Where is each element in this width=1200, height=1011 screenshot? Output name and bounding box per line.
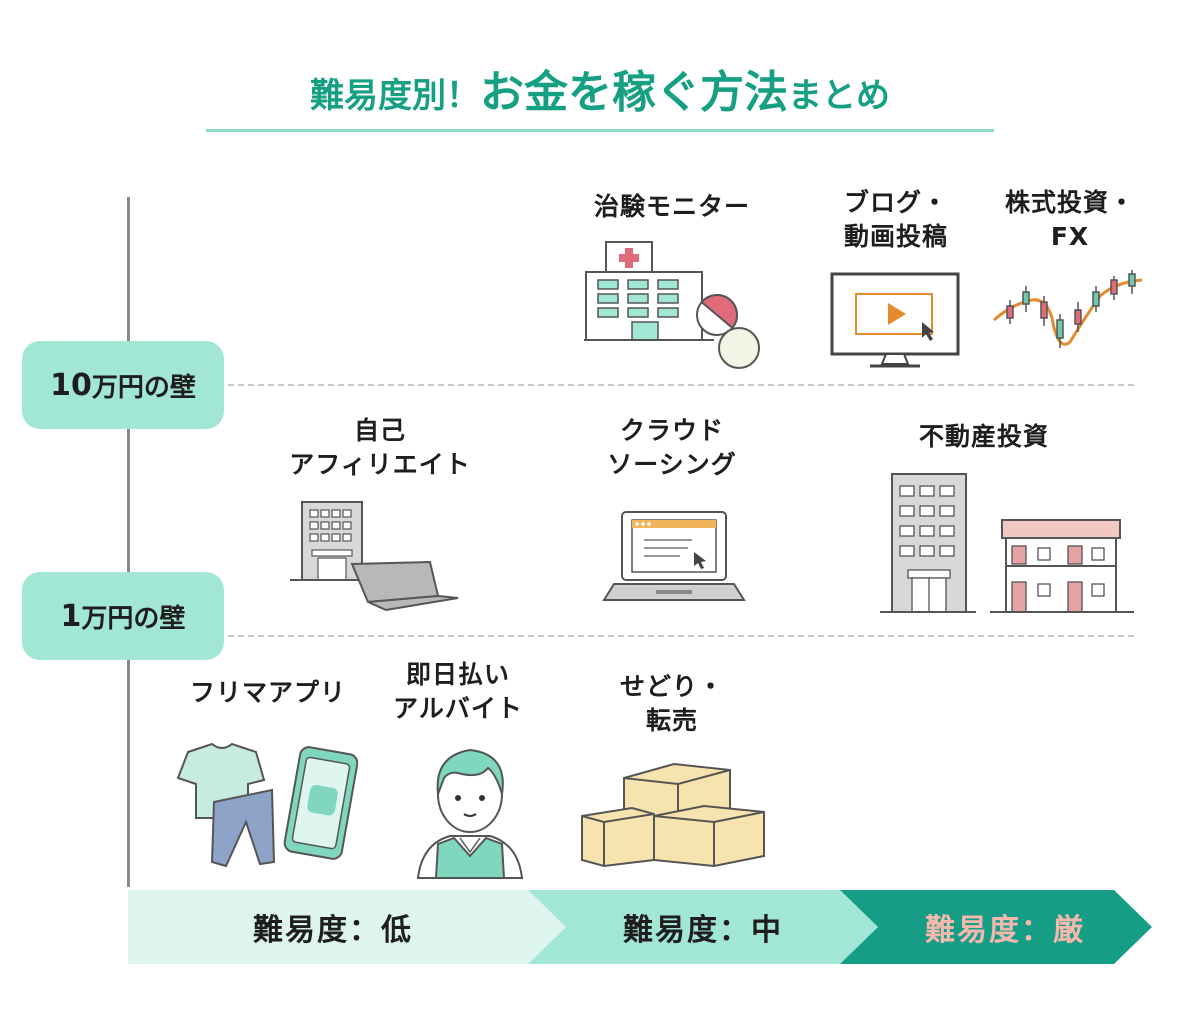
office-laptop-icon <box>290 501 459 612</box>
tier-badge-lower-amount: 1 <box>60 598 82 634</box>
item-label-blog: ブログ・ 動画投稿 <box>843 188 949 251</box>
difficulty-mid-segment <box>528 890 878 964</box>
item-label-parttime: 即日払い アルバイト <box>393 660 523 723</box>
item-label-stock: 株式投資・ FX <box>1005 188 1136 251</box>
cardboard-boxes-icon <box>581 762 765 868</box>
vertical-axis <box>127 197 130 887</box>
difficulty-bar <box>128 890 1152 964</box>
buildings-icon <box>880 473 1134 613</box>
item-label-chiken: 治験モニター <box>593 192 751 221</box>
difficulty-low-label: 難易度：低 <box>253 913 413 948</box>
laptop-browser-icon <box>602 511 746 601</box>
item-label-crowd: クラウド ソーシング <box>607 416 737 479</box>
difficulty-mid-label: 難易度：中 <box>623 913 783 948</box>
upper-threshold-line <box>228 384 1134 386</box>
monitor-video-icon <box>830 272 960 368</box>
tier-badge-upper-unit: 万円の壁 <box>91 372 196 403</box>
candlestick-chart-icon <box>993 270 1143 348</box>
worker-person-icon <box>416 748 524 879</box>
difficulty-high-label: 難易度：厳 <box>925 913 1085 948</box>
lower-threshold-line <box>228 635 1134 637</box>
item-label-affiliate: 自己 アフィリエイト <box>289 416 471 479</box>
item-label-sedori: せどり・ 転売 <box>619 672 725 735</box>
hospital-icon <box>584 241 760 369</box>
title-underline <box>206 129 994 132</box>
title-prefix: 難易度別！ <box>310 76 480 116</box>
tier-badge-upper-amount: 10 <box>50 367 92 403</box>
page-title: 難易度別！お金を稼ぐ方法まとめ <box>0 56 1200 120</box>
item-label-realestate: 不動産投資 <box>918 422 1050 451</box>
tier-badge-lower-unit: 万円の壁 <box>81 603 186 634</box>
difficulty-high-segment <box>840 890 1152 964</box>
item-label-flea: フリマアプリ <box>189 678 347 707</box>
clothes-phone-icon <box>176 742 358 868</box>
difficulty-low-segment <box>128 890 566 964</box>
title-suffix: まとめ <box>788 76 890 116</box>
title-main: お金を稼ぐ方法 <box>480 67 788 118</box>
